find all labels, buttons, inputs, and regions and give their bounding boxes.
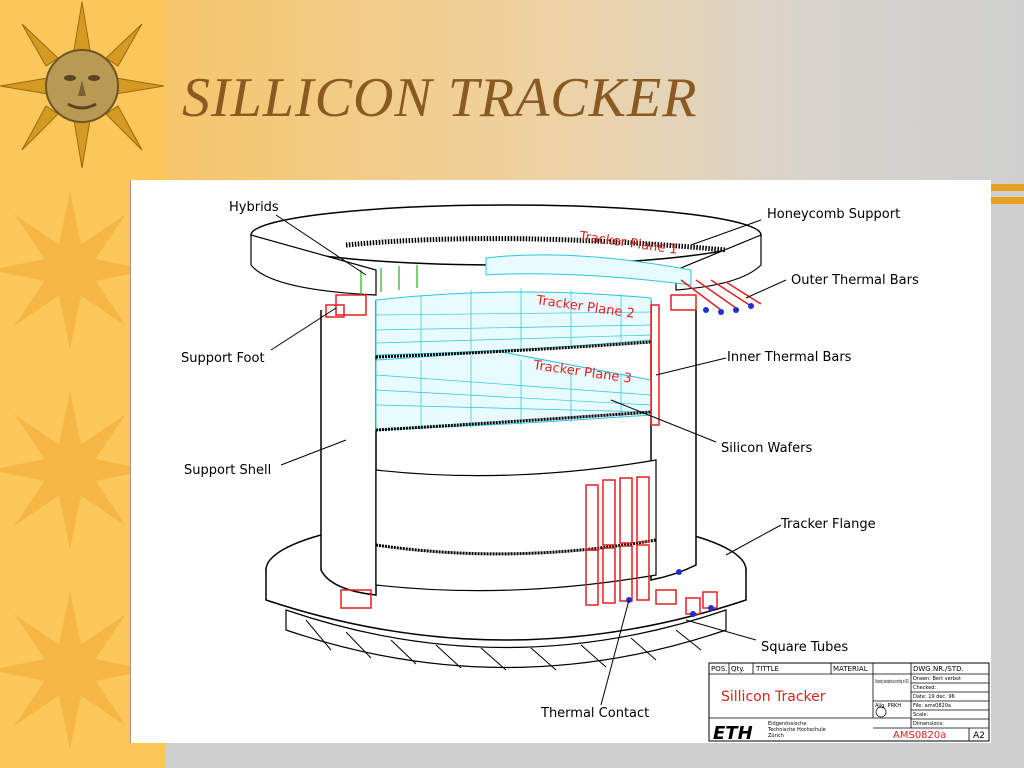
label-square-tubes: Square Tubes [761,640,848,655]
tb-date: Date: 19 dec. 96 [913,694,955,700]
tb-checked: Checked: [913,685,936,691]
thermal-contact [340,476,718,615]
tb-drawing-title: Sillicon Tracker [721,689,826,705]
tracker-plane-3 [375,349,652,432]
square-tubes [626,303,754,617]
outer-thermal-bars [670,279,762,311]
tb-dimensions: Dimensions: [913,721,944,727]
tb-file: File: ams0820a [913,703,951,709]
header-gradient [165,0,1024,180]
tracker-diagram: Hybrids Honeycomb Support Outer Thermal … [181,200,990,744]
sun-face-logo-icon [0,1,165,169]
tb-institution-3: Zürich [768,733,784,739]
tb-drawn: Drawn: Bert verbot [913,676,961,682]
tb-qty: Qty. [731,665,745,673]
support-foot [325,294,367,318]
leader-lines [270,214,787,706]
technical-drawing: Hybrids Honeycomb Support Outer Thermal … [130,180,991,744]
inner-thermal-bars [650,304,660,426]
label-thermal-contact: Thermal Contact [540,706,649,721]
tb-material: MATERIAL [833,665,868,673]
tb-dwg-nr: DWG.NR./STD. [913,665,964,673]
label-support-foot: Support Foot [181,351,265,366]
accent-bar [988,197,1024,204]
sun-decoration-icon [0,190,150,750]
projection-symbol-icon [875,706,887,718]
tb-institution-2: Technische Hochschule [767,727,826,733]
label-hybrids: Hybrids [229,200,279,215]
tb-tittle: TITTLE [755,665,779,673]
label-outer-thermal-bars: Outer Thermal Bars [791,273,919,288]
tb-drawing-standards: Drawing standards according to ISO. [875,679,909,685]
tb-drawing-number: AMS0820a [893,730,946,741]
label-silicon-wafers: Silicon Wafers [721,441,812,456]
title-block: POS. Qty. TITTLE MATERIAL DWG.NR./STD. D… [708,662,990,744]
tb-sheet-size: A2 [973,731,985,741]
tb-institution-1: Eidgenössische [768,721,806,727]
accent-bar [988,184,1024,191]
tracker-plane-2 [375,288,652,359]
label-inner-thermal-bars: Inner Thermal Bars [727,350,852,365]
eth-logo: ETH [713,723,753,743]
tb-tolerance: Allg. PRKH [875,703,901,709]
honeycomb-support [250,204,762,296]
tb-scale: Scale: [913,712,928,718]
label-support-shell: Support Shell [184,463,271,478]
label-honeycomb-support: Honeycomb Support [767,207,900,222]
label-tracker-flange: Tracker Flange [780,517,876,532]
tb-pos: POS. [711,665,727,673]
hybrids [360,265,418,295]
slide-title: SILLICON TRACKER [182,67,698,129]
